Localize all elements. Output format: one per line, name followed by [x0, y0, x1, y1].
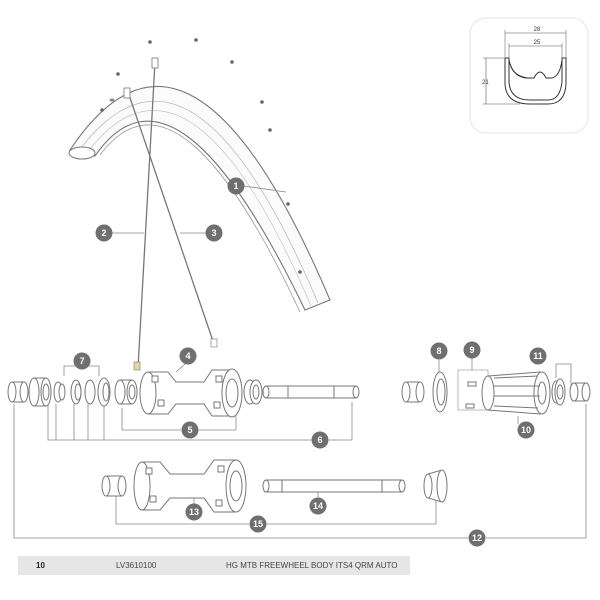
svg-text:4: 4 [185, 351, 190, 361]
callout-10: 10 [517, 421, 535, 439]
svg-text:1: 1 [233, 181, 238, 191]
svg-text:12: 12 [472, 533, 482, 543]
svg-text:3: 3 [211, 228, 216, 238]
hub-assembly-upper [7, 368, 591, 418]
hub-assembly-lower [101, 459, 448, 513]
callouts: 1 2 3 4 5 6 7 8 [73, 177, 547, 547]
axle [265, 385, 357, 399]
callout-12: 12 [468, 529, 486, 547]
callout-3: 3 [205, 224, 223, 242]
svg-text:7: 7 [79, 356, 84, 366]
rim [68, 38, 331, 313]
profile-inner-width: 25 [534, 40, 541, 46]
callout-14: 14 [309, 497, 327, 515]
callout-15: 15 [249, 515, 267, 533]
svg-text:11: 11 [533, 351, 543, 361]
callout-7: 7 [73, 352, 91, 370]
profile-outer-width: 28 [534, 27, 541, 33]
callout-1: 1 [227, 177, 245, 195]
callout-2: 2 [95, 224, 113, 242]
spoke-nipple [151, 57, 159, 69]
callout-8: 8 [430, 342, 448, 360]
rim-profile-section: 28 25 21 [469, 17, 589, 134]
callout-4: 4 [179, 347, 197, 365]
spokes [123, 57, 218, 371]
leader-lines [13, 185, 587, 539]
svg-text:6: 6 [317, 435, 322, 445]
part-list-row: 10 LV3610100 HG MTB FREEWHEEL BODY ITS4 … [18, 556, 410, 575]
svg-text:13: 13 [189, 507, 199, 517]
callout-13: 13 [185, 503, 203, 521]
svg-text:9: 9 [469, 345, 474, 355]
callout-9: 9 [463, 341, 481, 359]
spoke-nipple [123, 87, 131, 99]
callout-6: 6 [311, 431, 329, 449]
svg-text:10: 10 [521, 425, 531, 435]
part-description: HG MTB FREEWHEEL BODY ITS4 QRM AUTO [226, 561, 398, 570]
profile-height: 21 [482, 80, 489, 86]
callout-11: 11 [529, 347, 547, 365]
part-number: 10 [36, 561, 45, 570]
svg-text:15: 15 [253, 519, 263, 529]
svg-text:2: 2 [101, 228, 106, 238]
svg-text:14: 14 [313, 501, 323, 511]
svg-text:5: 5 [187, 425, 192, 435]
callout-5: 5 [181, 421, 199, 439]
part-code: LV3610100 [116, 561, 157, 570]
svg-text:8: 8 [436, 346, 441, 356]
